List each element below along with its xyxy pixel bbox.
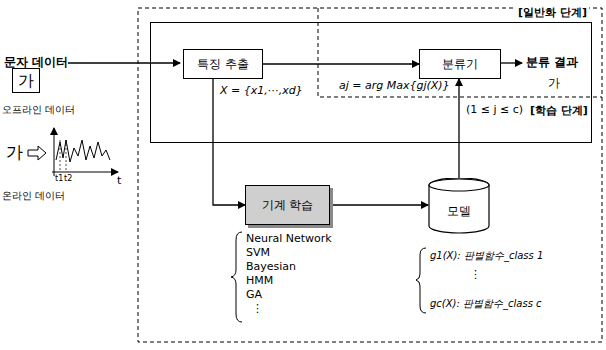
classifier-formula: aj = arg Max{gj(X)} <box>337 79 452 92</box>
axis-label: t <box>117 174 121 187</box>
brace <box>231 232 242 322</box>
model-cylinder: 모델 <box>428 178 490 234</box>
flow-arrow <box>330 204 428 205</box>
process-box: 분류기 <box>419 49 501 79</box>
flow-arrow <box>458 79 459 178</box>
online-sample: 가 <box>6 142 23 162</box>
method-item: Neural Network <box>246 232 332 245</box>
input-arrow <box>68 62 180 63</box>
feature-formula: X = {x1,⋯,xd} <box>218 84 305 97</box>
method-item: GA <box>246 288 262 301</box>
ellipsis: ⋮ <box>470 268 481 281</box>
brace <box>416 248 426 313</box>
ellipsis: ⋮ <box>252 302 263 315</box>
stage-label: [학습 단계] <box>528 104 590 117</box>
output-label: 분류 결과 <box>526 55 578 69</box>
discriminant-item: gc(X): 판별함수_class c <box>430 298 542 310</box>
flow-arrow <box>213 79 245 205</box>
time-mark: t2 <box>64 174 72 184</box>
output-value: 가 <box>548 76 560 90</box>
offline-sample: 가 <box>12 68 40 93</box>
convert-arrow <box>28 146 46 160</box>
stroke-waveform <box>56 140 110 162</box>
dashed-region <box>138 8 602 342</box>
process-box: 특징 추출 <box>183 49 263 79</box>
caption: 온라인 데이터 <box>2 190 65 202</box>
method-item: HMM <box>246 274 273 287</box>
value-axis <box>54 128 55 176</box>
caption: 오프라인 데이터 <box>2 104 75 116</box>
output-arrow <box>500 62 522 63</box>
method-item: Bayesian <box>246 260 296 273</box>
flow-arrow <box>263 63 419 64</box>
range-note: (1 ≤ j ≤ c) <box>466 103 523 116</box>
learning-box: 기계 학습 <box>245 185 330 225</box>
time-axis <box>52 172 118 173</box>
discriminant-item: g1(X): 판별함수_class 1 <box>430 250 543 262</box>
method-item: SVM <box>246 246 270 259</box>
time-mark: t1 <box>55 174 63 184</box>
